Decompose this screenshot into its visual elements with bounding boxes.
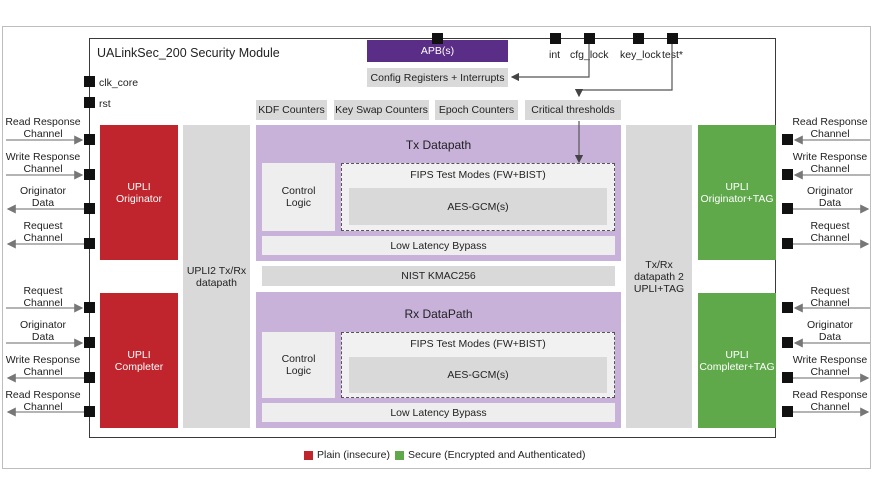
right-channel-label: Request Channel <box>810 220 850 244</box>
cfg-lock-pin <box>584 33 595 44</box>
epoch-counters-block: Epoch Counters <box>435 100 518 120</box>
left-channel-label: Write Response Channel <box>5 354 81 378</box>
critical-thresholds-block: Critical thresholds <box>525 100 621 120</box>
test-wire <box>574 44 673 98</box>
right-port-pin <box>782 169 793 180</box>
apb-pin <box>432 33 443 44</box>
upli-originator-block: UPLI Originator <box>100 125 178 260</box>
rx-control-logic: Control Logic <box>262 332 335 398</box>
left-channel-label: Read Response Channel <box>5 116 81 140</box>
left-channel-label: Request Channel <box>23 285 63 309</box>
legend-secure-label: Secure (Encrypted and Authenticated) <box>408 449 586 461</box>
left-channel-label: Originator Data <box>19 185 67 209</box>
tx-datapath-title: Tx Datapath <box>405 138 472 152</box>
key-swap-counters-block: Key Swap Counters <box>334 100 429 120</box>
left-channel-label: Originator Data <box>19 319 67 343</box>
right-port-pin <box>782 134 793 145</box>
kdf-counters-block: KDF Counters <box>256 100 327 120</box>
rst-pin <box>84 97 95 108</box>
int-label: int <box>549 49 561 61</box>
right-port-pin <box>782 302 793 313</box>
rx-datapath-title: Rx DataPath <box>404 307 473 321</box>
left-port-pin <box>84 337 95 348</box>
right-port-pin <box>782 203 793 214</box>
upli2-datapath-block: UPLI2 Tx/Rx datapath <box>183 125 250 428</box>
left-channel-label: Read Response Channel <box>5 389 81 413</box>
left-port-pin <box>84 169 95 180</box>
right-channel-label: Read Response Channel <box>792 389 868 413</box>
key-lock-pin <box>633 33 644 44</box>
rx-low-latency-bypass: Low Latency Bypass <box>262 403 615 422</box>
module-title: UALinkSec_200 Security Module <box>97 46 280 60</box>
legend-secure-swatch <box>395 451 404 460</box>
cfg-lock-wire <box>510 44 590 82</box>
tx-control-logic: Control Logic <box>262 163 335 231</box>
left-port-pin <box>84 203 95 214</box>
upli-originator-tag-block: UPLI Originator+TAG <box>698 125 776 260</box>
legend-plain-swatch <box>304 451 313 460</box>
left-port-pin <box>84 372 95 383</box>
right-port-pin <box>782 337 793 348</box>
upli-completer-tag-block: UPLI Completer+TAG <box>698 293 776 428</box>
left-port-pin <box>84 134 95 145</box>
left-port-pin <box>84 406 95 417</box>
right-channel-label: Write Response Channel <box>792 151 868 175</box>
legend-plain-label: Plain (insecure) <box>317 449 390 461</box>
config-registers-block: Config Registers + Interrupts <box>367 68 508 87</box>
right-port-pin <box>782 372 793 383</box>
left-channel-label: Write Response Channel <box>5 151 81 175</box>
test-pin <box>667 33 678 44</box>
left-port-pin <box>84 302 95 313</box>
right-channel-label: Write Response Channel <box>792 354 868 378</box>
clk-core-pin <box>84 76 95 87</box>
clk-core-label: clk_core <box>99 77 139 89</box>
right-channel-label: Request Channel <box>810 285 850 309</box>
rx-aes-gcm-block: AES-GCM(s) <box>349 357 607 393</box>
right-port-pin <box>782 238 793 249</box>
rx-fips-label: FIPS Test Modes (FW+BIST) <box>410 338 546 350</box>
right-channel-label: Originator Data <box>806 185 854 209</box>
txrx-datapath2-block: Tx/Rx datapath 2 UPLI+TAG <box>626 125 692 428</box>
apb-block: APB(s) <box>367 40 508 62</box>
upli-completer-block: UPLI Completer <box>100 293 178 428</box>
int-pin <box>550 33 561 44</box>
key-lock-label: key_lock <box>620 49 661 61</box>
nist-kmac256-block: NIST KMAC256 <box>262 266 615 286</box>
right-port-pin <box>782 406 793 417</box>
right-channel-label: Originator Data <box>806 319 854 343</box>
rst-label: rst <box>99 98 111 110</box>
left-port-pin <box>84 238 95 249</box>
tx-low-latency-bypass: Low Latency Bypass <box>262 236 615 255</box>
right-channel-label: Read Response Channel <box>792 116 868 140</box>
tx-fips-label: FIPS Test Modes (FW+BIST) <box>410 169 546 181</box>
tx-aes-gcm-block: AES-GCM(s) <box>349 188 607 225</box>
left-channel-label: Request Channel <box>23 220 63 244</box>
